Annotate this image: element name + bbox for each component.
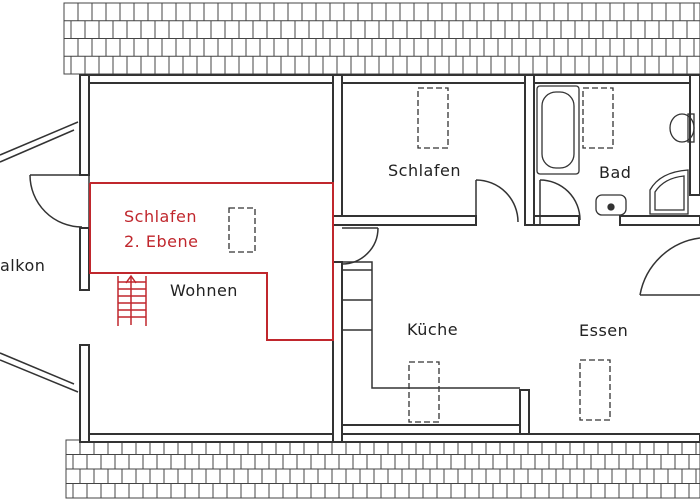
gallery-label-line2: 2. Ebene — [124, 232, 199, 251]
gallery-outline — [89, 182, 334, 341]
stair-arrow-icon — [125, 274, 137, 325]
balcony-outline — [0, 121, 79, 393]
skylights — [228, 87, 614, 423]
doors — [29, 174, 700, 296]
gallery-label-line1: Schlafen — [124, 207, 197, 226]
sink — [595, 194, 627, 216]
room-label-kueche: Küche — [407, 320, 459, 339]
room-label-schlafen: Schlafen — [388, 161, 461, 180]
room-label-balkon: alkon — [0, 256, 46, 275]
room-label-wohnen: Wohnen — [170, 281, 238, 300]
walls — [79, 74, 700, 443]
stair-ladder — [117, 276, 147, 326]
room-label-bad: Bad — [599, 163, 632, 182]
toilet — [669, 113, 695, 143]
room-label-essen: Essen — [579, 321, 629, 340]
roof-top-band — [63, 2, 700, 75]
roof-bottom-band — [65, 439, 700, 499]
bathtub — [536, 85, 580, 175]
shower — [649, 169, 689, 215]
